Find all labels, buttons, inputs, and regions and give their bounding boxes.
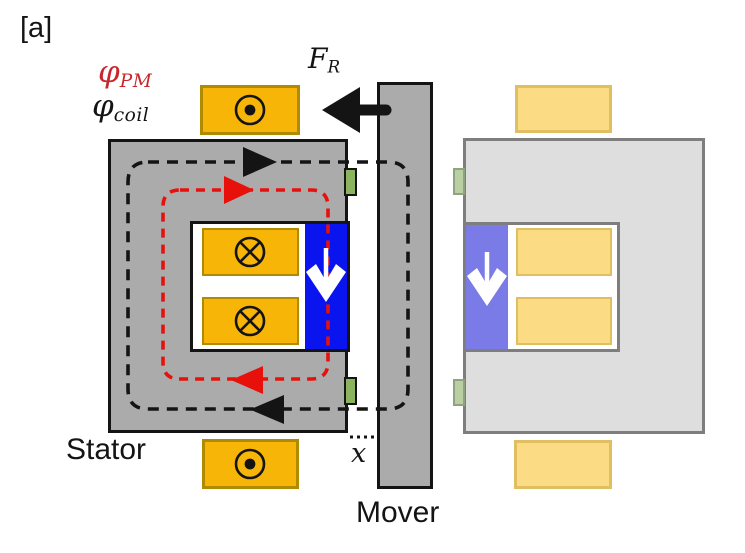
- ghost-coil-inner-upper: [516, 228, 612, 276]
- displacement-label: x: [351, 438, 367, 469]
- ghost-coil-top: [515, 85, 612, 133]
- flux-pm-subscript: PM: [119, 71, 153, 93]
- pole-pad-bottom: [344, 377, 357, 405]
- force-symbol: F: [308, 42, 328, 75]
- mover-bar: [377, 82, 433, 489]
- flux-coil-symbol: φ: [92, 88, 114, 124]
- ghost-permanent-magnet: [466, 225, 508, 349]
- mover-label: Mover: [356, 496, 440, 529]
- ghost-pole-pad-top: [453, 168, 465, 195]
- pole-pad-top: [344, 168, 357, 196]
- coil-bottom: [202, 439, 299, 489]
- ghost-coil-bottom: [514, 440, 612, 489]
- force-subscript: R: [327, 56, 341, 77]
- flux-pm-label: φPM: [98, 57, 152, 92]
- flux-coil-subscript: coil: [113, 105, 150, 127]
- coil-top: [200, 85, 300, 135]
- stator-label: Stator: [66, 433, 147, 466]
- coil-inner-lower: [202, 297, 299, 345]
- ghost-pole-pad-bottom: [453, 379, 465, 406]
- ghost-coil-inner-lower: [516, 297, 612, 345]
- permanent-magnet: [305, 224, 347, 349]
- figure-tag: [a]: [20, 12, 53, 44]
- force-label: FR: [308, 42, 341, 77]
- flux-coil-label: φcoil: [92, 91, 149, 126]
- coil-inner-upper: [202, 228, 299, 276]
- flux-pm-symbol: φ: [98, 54, 120, 90]
